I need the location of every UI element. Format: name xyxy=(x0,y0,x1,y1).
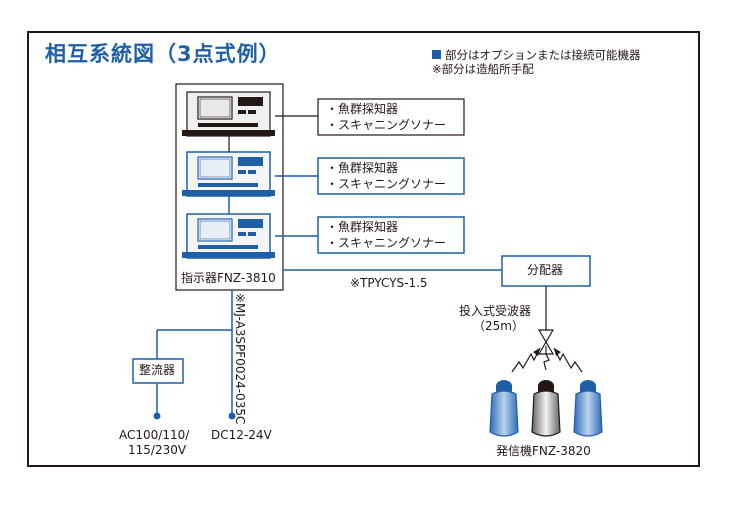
connection-box-2-line2: ・スキャニングソナー xyxy=(326,177,447,191)
display-unit-2 xyxy=(182,151,275,197)
display-unit-box xyxy=(175,83,284,291)
transmitter-right-icon xyxy=(573,380,603,437)
diagram-title: 相互系統図（3点式例） xyxy=(45,42,281,66)
diagram-frame xyxy=(27,31,700,467)
connection-box-1-line2: ・スキャニングソナー xyxy=(326,118,447,132)
transmitter-left-icon xyxy=(489,380,519,437)
transmitter-label: 発信機FNZ-3820 xyxy=(496,444,591,458)
display-unit-1 xyxy=(182,91,275,137)
rectifier-label: 整流器 xyxy=(139,363,176,377)
signal-right-icon xyxy=(553,347,583,373)
connection-box-3-text: ・魚群探知器 ・スキャニングソナー xyxy=(326,219,446,251)
receiver-hydrophone-icon xyxy=(537,329,555,355)
transmitter-center-icon xyxy=(531,380,561,437)
ac-voltage-label-line2: 115/230V xyxy=(128,443,187,457)
legend-option-row: 部分はオプションまたは接続可能機器 xyxy=(432,48,641,62)
connection-box-2-text: ・魚群探知器 ・スキャニングソナー xyxy=(326,160,446,192)
connection-box-3 xyxy=(317,216,465,254)
connection-box-3-line2: ・スキャニングソナー xyxy=(326,236,447,250)
cable-label: ※TPYCYS-1.5 xyxy=(350,276,428,290)
connection-box-2 xyxy=(317,157,465,195)
power-cable-label: ※MJ-A3SPF0024-035C xyxy=(233,293,247,424)
legend-option-text: 部分はオプションまたは接続可能機器 xyxy=(445,48,641,62)
dc-voltage-label: DC12-24V xyxy=(211,428,272,442)
rectifier-box xyxy=(132,358,184,384)
signal-center-icon xyxy=(543,346,550,371)
legend-shipyard-text: ※部分は造船所手配 xyxy=(432,62,534,76)
connection-box-1-text: ・魚群探知器 ・スキャニングソナー xyxy=(326,101,446,133)
connection-box-3-line1: ・魚群探知器 xyxy=(326,220,399,234)
ac-voltage-label-line1: AC100/110/ xyxy=(119,428,190,442)
connection-box-1 xyxy=(317,98,465,136)
ac-terminal-icon xyxy=(153,412,161,420)
connection-box-2-line1: ・魚群探知器 xyxy=(326,161,399,175)
connection-box-1-line1: ・魚群探知器 xyxy=(326,102,399,116)
legend: 部分はオプションまたは接続可能機器 ※部分は造船所手配 xyxy=(432,48,641,76)
receiver-length-label: （25m） xyxy=(473,319,524,333)
dc-terminal-icon xyxy=(228,412,236,420)
distributor-box xyxy=(501,255,591,287)
display-unit-label: 指示器FNZ-3810 xyxy=(181,271,276,285)
distributor-label: 分配器 xyxy=(527,263,564,277)
blue-square-icon xyxy=(432,50,441,59)
receiver-label: 投入式受波器 xyxy=(459,304,532,318)
display-unit-3 xyxy=(182,213,275,259)
signal-left-icon xyxy=(511,347,541,373)
